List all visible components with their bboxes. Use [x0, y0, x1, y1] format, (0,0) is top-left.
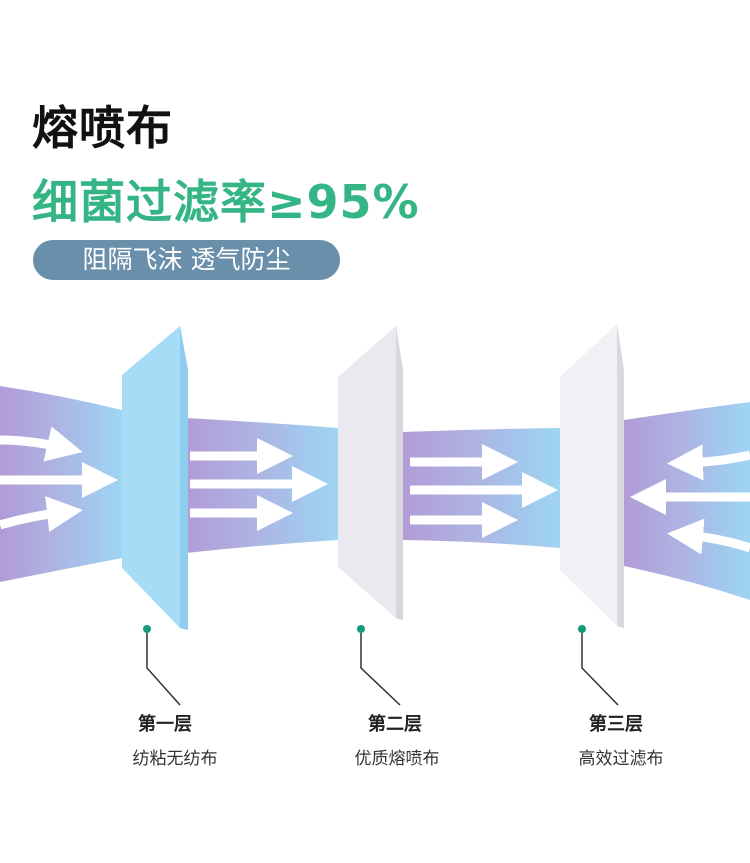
callout-dot-2 — [357, 625, 365, 633]
page-title: 熔喷布 — [32, 101, 173, 155]
airflow-arrows — [0, 426, 750, 555]
callout-dot-3 — [578, 625, 586, 633]
filter-layer-3 — [560, 324, 624, 628]
tagline-badge: 阻隔飞沫 透气防尘 — [33, 240, 340, 280]
layer-1-name: 第一层 — [138, 714, 192, 735]
callout-lines — [143, 625, 619, 706]
layer-3-desc: 高效过滤布 — [578, 749, 664, 769]
callout-dot-1 — [143, 625, 151, 633]
filtration-rate-headline: 细菌过滤率≥95% — [32, 175, 420, 229]
layer-3-name: 第三层 — [589, 714, 643, 735]
layer-2-desc: 优质熔喷布 — [354, 749, 440, 769]
layer-1-desc: 纺粘无纺布 — [132, 749, 218, 769]
layer-2-name: 第二层 — [368, 714, 422, 735]
filter-layer-1 — [122, 326, 188, 630]
filter-layer-2 — [338, 326, 403, 620]
